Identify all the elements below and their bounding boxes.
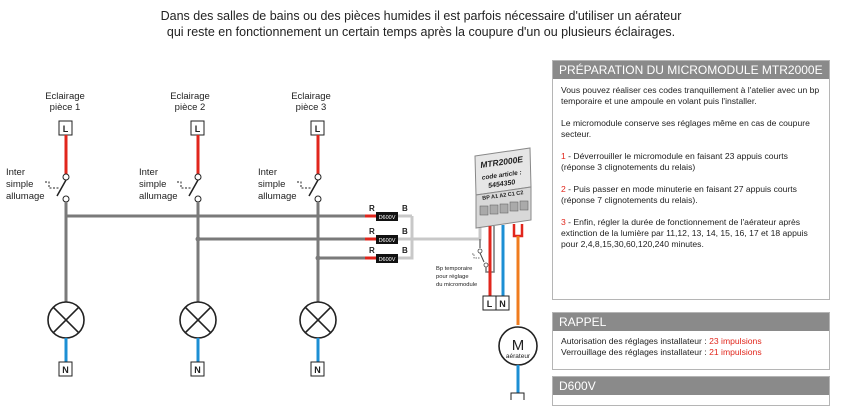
- diode-1-body: [376, 212, 398, 221]
- rappel-panel-body: Autorisation des réglages installateur :…: [553, 331, 829, 363]
- intro-line-2: qui reste en fonctionnement un certain t…: [166, 25, 676, 39]
- room-3-circuit: Eclairage pièce 3 L Inter simple allumag…: [258, 91, 337, 377]
- prep-step-2: 2 - Puis passer en mode minuterie en fai…: [561, 184, 821, 206]
- prep-step-1-text: - Déverrouiller le micromodule en faisan…: [561, 151, 788, 172]
- rappel-line-2: Verrouillage des réglages installateur :…: [561, 347, 821, 358]
- room-2-label-1: Eclairage: [170, 91, 210, 102]
- rappel-line-1: Autorisation des réglages installateur :…: [561, 336, 821, 347]
- prep-step-1-number: 1: [561, 151, 566, 161]
- d600v-panel-title: D600V: [553, 377, 829, 395]
- switch-3-label-1: Inter: [258, 167, 277, 178]
- rappel-panel-title: RAPPEL: [553, 313, 829, 331]
- switch-1-label-1: Inter: [6, 167, 25, 178]
- bp-note-1: Bp temporaire: [436, 266, 472, 272]
- room-1-switch-blade: [56, 179, 67, 197]
- diode-3-pin-b: B: [402, 246, 408, 255]
- rappel-line-1-value: 23 impulsions: [709, 336, 762, 346]
- module-terminal-l-text: L: [487, 299, 493, 309]
- diode-1-pin-r: R: [369, 204, 375, 213]
- room-3-switch-blade: [308, 179, 319, 197]
- diode-3: D600V R B: [365, 246, 408, 263]
- bp-temporaire: Bp temporaire pour réglage du micromodul…: [436, 226, 495, 288]
- room-3-terminal-n: [310, 361, 325, 377]
- preparation-panel: PRÉPARATION DU MICROMODULE MTR2000E Vous…: [552, 60, 830, 300]
- module-code: 5454350: [488, 179, 516, 190]
- room-1-terminal-n-text: N: [62, 365, 69, 375]
- room-2-terminal-n: [190, 361, 205, 377]
- room-2-terminal-n-text: N: [194, 365, 201, 375]
- mtr2000e-module: MTR2000E code article : 5454350 BP A1 A2…: [474, 147, 532, 229]
- switch-1-label-2: simple: [6, 179, 33, 190]
- room-2-label-2: pièce 2: [175, 102, 206, 113]
- module-terminal-n-text: N: [499, 299, 506, 309]
- diode-1: D600V R B: [365, 204, 412, 221]
- command-wire: [408, 226, 482, 260]
- room-2-circuit: Eclairage pièce 2 L Inter simple allumag…: [139, 91, 217, 377]
- module-relay-loop: [512, 224, 524, 238]
- diode-3-pin-r: R: [369, 246, 375, 255]
- switch-3-label-3: allumage: [258, 191, 297, 202]
- room-1-label-1: Eclairage: [45, 91, 85, 102]
- d600v-panel: D600V: [552, 376, 830, 406]
- room-3-terminal-l-text: L: [315, 124, 321, 134]
- diode-2-body: [376, 235, 398, 244]
- prep-step-3-number: 3: [561, 217, 566, 227]
- switch-2-label-2: simple: [139, 179, 166, 190]
- motor-symbol: M: [512, 337, 525, 354]
- prep-step-2-text: - Puis passer en mode minuterie en faisa…: [561, 184, 797, 205]
- switch-2-label-3: allumage: [139, 191, 178, 202]
- room-1-circuit: Eclairage pièce 1 L Inter simple allumag…: [6, 91, 85, 377]
- room-2-terminal-l-text: L: [195, 124, 201, 134]
- prep-paragraph-2: Le micromodule conserve ses réglages mêm…: [561, 118, 810, 139]
- prep-step-2-number: 2: [561, 184, 566, 194]
- diode-1-pin-b: B: [402, 204, 408, 213]
- rappel-panel: RAPPEL Autorisation des réglages install…: [552, 312, 830, 370]
- room-2-switch-blade: [188, 179, 199, 197]
- prep-paragraph-1: Vous pouvez réaliser ces codes tranquill…: [561, 85, 820, 106]
- room-3-label-2: pièce 3: [296, 102, 327, 113]
- diode-2-label: D600V: [379, 238, 396, 244]
- diode-3-label: D600V: [379, 257, 396, 263]
- diode-3-body: [376, 254, 398, 263]
- room-1-terminal-n: [58, 361, 73, 377]
- bp-note-3: du micromodule: [436, 282, 477, 288]
- intro-line-1: Dans des salles de bains ou des pièces h…: [160, 9, 682, 23]
- prep-step-3-text: - Enfin, régler la durée de fonctionneme…: [561, 217, 808, 249]
- diode-2-pin-r: R: [369, 227, 375, 236]
- rappel-line-1-text: Autorisation des réglages installateur :: [561, 336, 710, 346]
- preparation-panel-body: Vous pouvez réaliser ces codes tranquill…: [553, 79, 829, 267]
- bp-note-2: pour réglage: [436, 274, 469, 280]
- module-pins: BP A1 A2 C1 C2: [482, 190, 524, 202]
- diode-1-label: D600V: [379, 215, 396, 221]
- switch-1-label-3: allumage: [6, 191, 45, 202]
- switch-3-label-2: simple: [258, 179, 285, 190]
- intro-text: Dans des salles de bains ou des pièces h…: [0, 8, 842, 40]
- room-1-terminal-l-text: L: [63, 124, 69, 134]
- diode-2-pin-b: B: [402, 227, 408, 236]
- room-3-terminal-n-text: N: [314, 365, 321, 375]
- module-terminal-n: [495, 295, 510, 311]
- rappel-line-2-text: Verrouillage des réglages installateur :: [561, 347, 710, 357]
- room-3-label-1: Eclairage: [291, 91, 331, 102]
- switch-2-label-1: Inter: [139, 167, 158, 178]
- rappel-line-2-value: 21 impulsions: [709, 347, 762, 357]
- prep-step-3: 3 - Enfin, régler la durée de fonctionne…: [561, 217, 821, 250]
- motor-label: aérateur: [506, 353, 531, 360]
- room-1-label-2: pièce 1: [50, 102, 81, 113]
- diode-2: D600V R B: [365, 227, 412, 244]
- preparation-panel-title: PRÉPARATION DU MICROMODULE MTR2000E: [553, 61, 829, 79]
- prep-step-1: 1 - Déverrouiller le micromodule en fais…: [561, 151, 821, 173]
